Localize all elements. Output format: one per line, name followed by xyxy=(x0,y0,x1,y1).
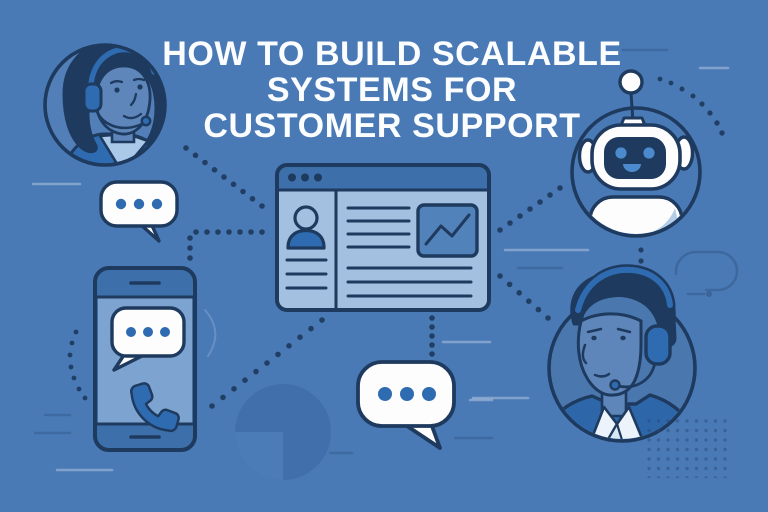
dotted-connector-robot-to-man xyxy=(638,247,644,264)
chat-bubble-top-left xyxy=(99,180,179,243)
line-chart-icon xyxy=(416,203,479,258)
chatbot-robot-icon xyxy=(570,69,702,238)
dotted-connector-bubble-to-window xyxy=(187,229,265,261)
male-agent-avatar xyxy=(547,264,697,443)
robot-eyes xyxy=(615,147,655,159)
chat-bubble-bottom-center xyxy=(356,360,456,450)
dotted-arc-left xyxy=(67,329,88,401)
smartphone-with-chat-and-call-icon xyxy=(93,266,197,452)
robot-circle-frame xyxy=(570,106,702,238)
dotted-connector-window-to-bubble xyxy=(429,315,435,357)
sidebar-text-lines xyxy=(285,258,328,290)
dotted-arc-top-right xyxy=(657,76,725,136)
dotted-connector-window-to-pie xyxy=(209,317,325,409)
robot-antenna-ball xyxy=(618,69,644,95)
user-profile-icon xyxy=(286,205,326,250)
headphones-doodle-icon xyxy=(674,250,739,297)
pie-chart-decoration-icon xyxy=(235,384,331,480)
dotted-connector-woman-to-window xyxy=(183,145,265,209)
dotted-connector-window-to-robot xyxy=(497,185,563,233)
window-control-dots xyxy=(288,173,322,182)
title-line-3: CUSTOMER SUPPORT xyxy=(203,107,581,145)
robot-face-plate xyxy=(604,137,666,179)
typing-dots-icon xyxy=(378,387,436,401)
agent-headset-icon xyxy=(572,264,676,391)
page-title: HOW TO BUILD SCALABLE SYSTEMS FOR CUSTOM… xyxy=(8,36,768,144)
robot-mouth xyxy=(623,164,641,172)
dotted-connector-window-to-man xyxy=(497,273,551,321)
phone-chat-bubble-icon xyxy=(110,306,186,372)
title-line-2: SYSTEMS FOR xyxy=(266,71,518,109)
content-text-lines xyxy=(346,206,473,298)
support-dashboard-window-icon xyxy=(275,163,491,312)
dotted-connectors xyxy=(67,76,725,409)
phone-handset-icon xyxy=(130,382,180,433)
decorative-streaks xyxy=(31,48,739,472)
title-line-1: HOW TO BUILD SCALABLE xyxy=(162,35,622,73)
halftone-dots-decoration xyxy=(646,418,728,478)
typing-dots-icon xyxy=(115,198,163,210)
